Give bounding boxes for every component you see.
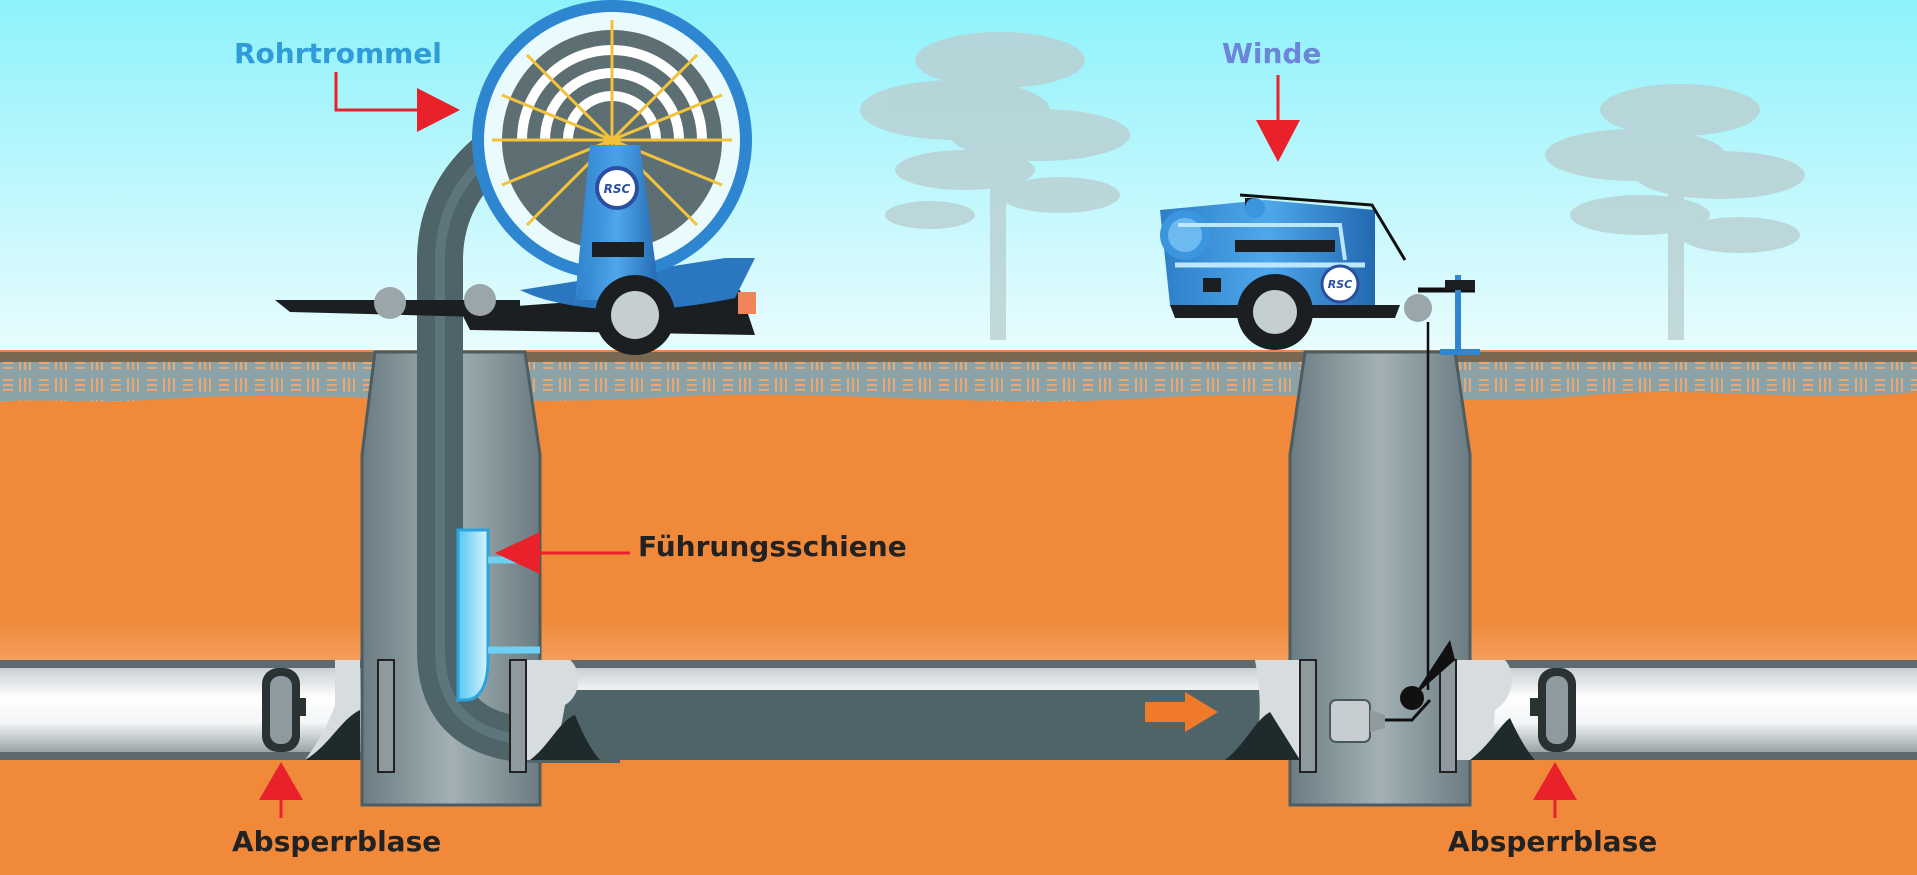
pipe-flange-left-b bbox=[509, 659, 600, 773]
drum-trailer-hitch bbox=[275, 287, 520, 319]
shutoff-bladder-right bbox=[1530, 668, 1576, 752]
winch-cable bbox=[1385, 322, 1455, 722]
drum-logo: RSC bbox=[595, 166, 639, 210]
background-tree-left bbox=[860, 32, 1130, 340]
soil bbox=[0, 350, 1917, 875]
soil-band bbox=[0, 620, 1917, 665]
flow-direction-arrow bbox=[1145, 692, 1218, 732]
winch-trailer-wheel bbox=[1237, 274, 1313, 350]
pipe-flange-right-a bbox=[1225, 659, 1317, 773]
pipe-flange-left-a bbox=[305, 659, 395, 773]
drum-trailer-wheel bbox=[595, 275, 675, 355]
arrow-bladder-left bbox=[259, 762, 303, 818]
label-fuehrungsschiene: Führungsschiene bbox=[638, 530, 907, 563]
background-tree-right bbox=[1545, 84, 1805, 340]
pull-head bbox=[1329, 699, 1385, 743]
pipe-drum bbox=[472, 0, 752, 280]
arrow-rail-callout bbox=[495, 532, 630, 574]
winch-logo: RSC bbox=[1320, 264, 1360, 304]
winch-pulley bbox=[1404, 275, 1480, 355]
pipe-flange-right-b bbox=[1439, 659, 1535, 773]
label-rohrtrommel: Rohrtrommel bbox=[234, 37, 442, 70]
svg-text:RSC: RSC bbox=[604, 182, 631, 196]
svg-text:RSC: RSC bbox=[1328, 278, 1352, 291]
arrow-drum-callout bbox=[334, 72, 460, 132]
arrow-bladder-right bbox=[1533, 762, 1577, 818]
label-winde: Winde bbox=[1222, 37, 1322, 70]
liner-in-pipe bbox=[540, 690, 1280, 760]
label-absperrblase-right: Absperrblase bbox=[1448, 825, 1658, 858]
shutoff-bladder-left bbox=[262, 668, 306, 752]
arrow-winch-callout bbox=[1256, 75, 1300, 162]
label-absperrblase-left: Absperrblase bbox=[232, 825, 442, 858]
ground-line bbox=[0, 352, 1917, 362]
